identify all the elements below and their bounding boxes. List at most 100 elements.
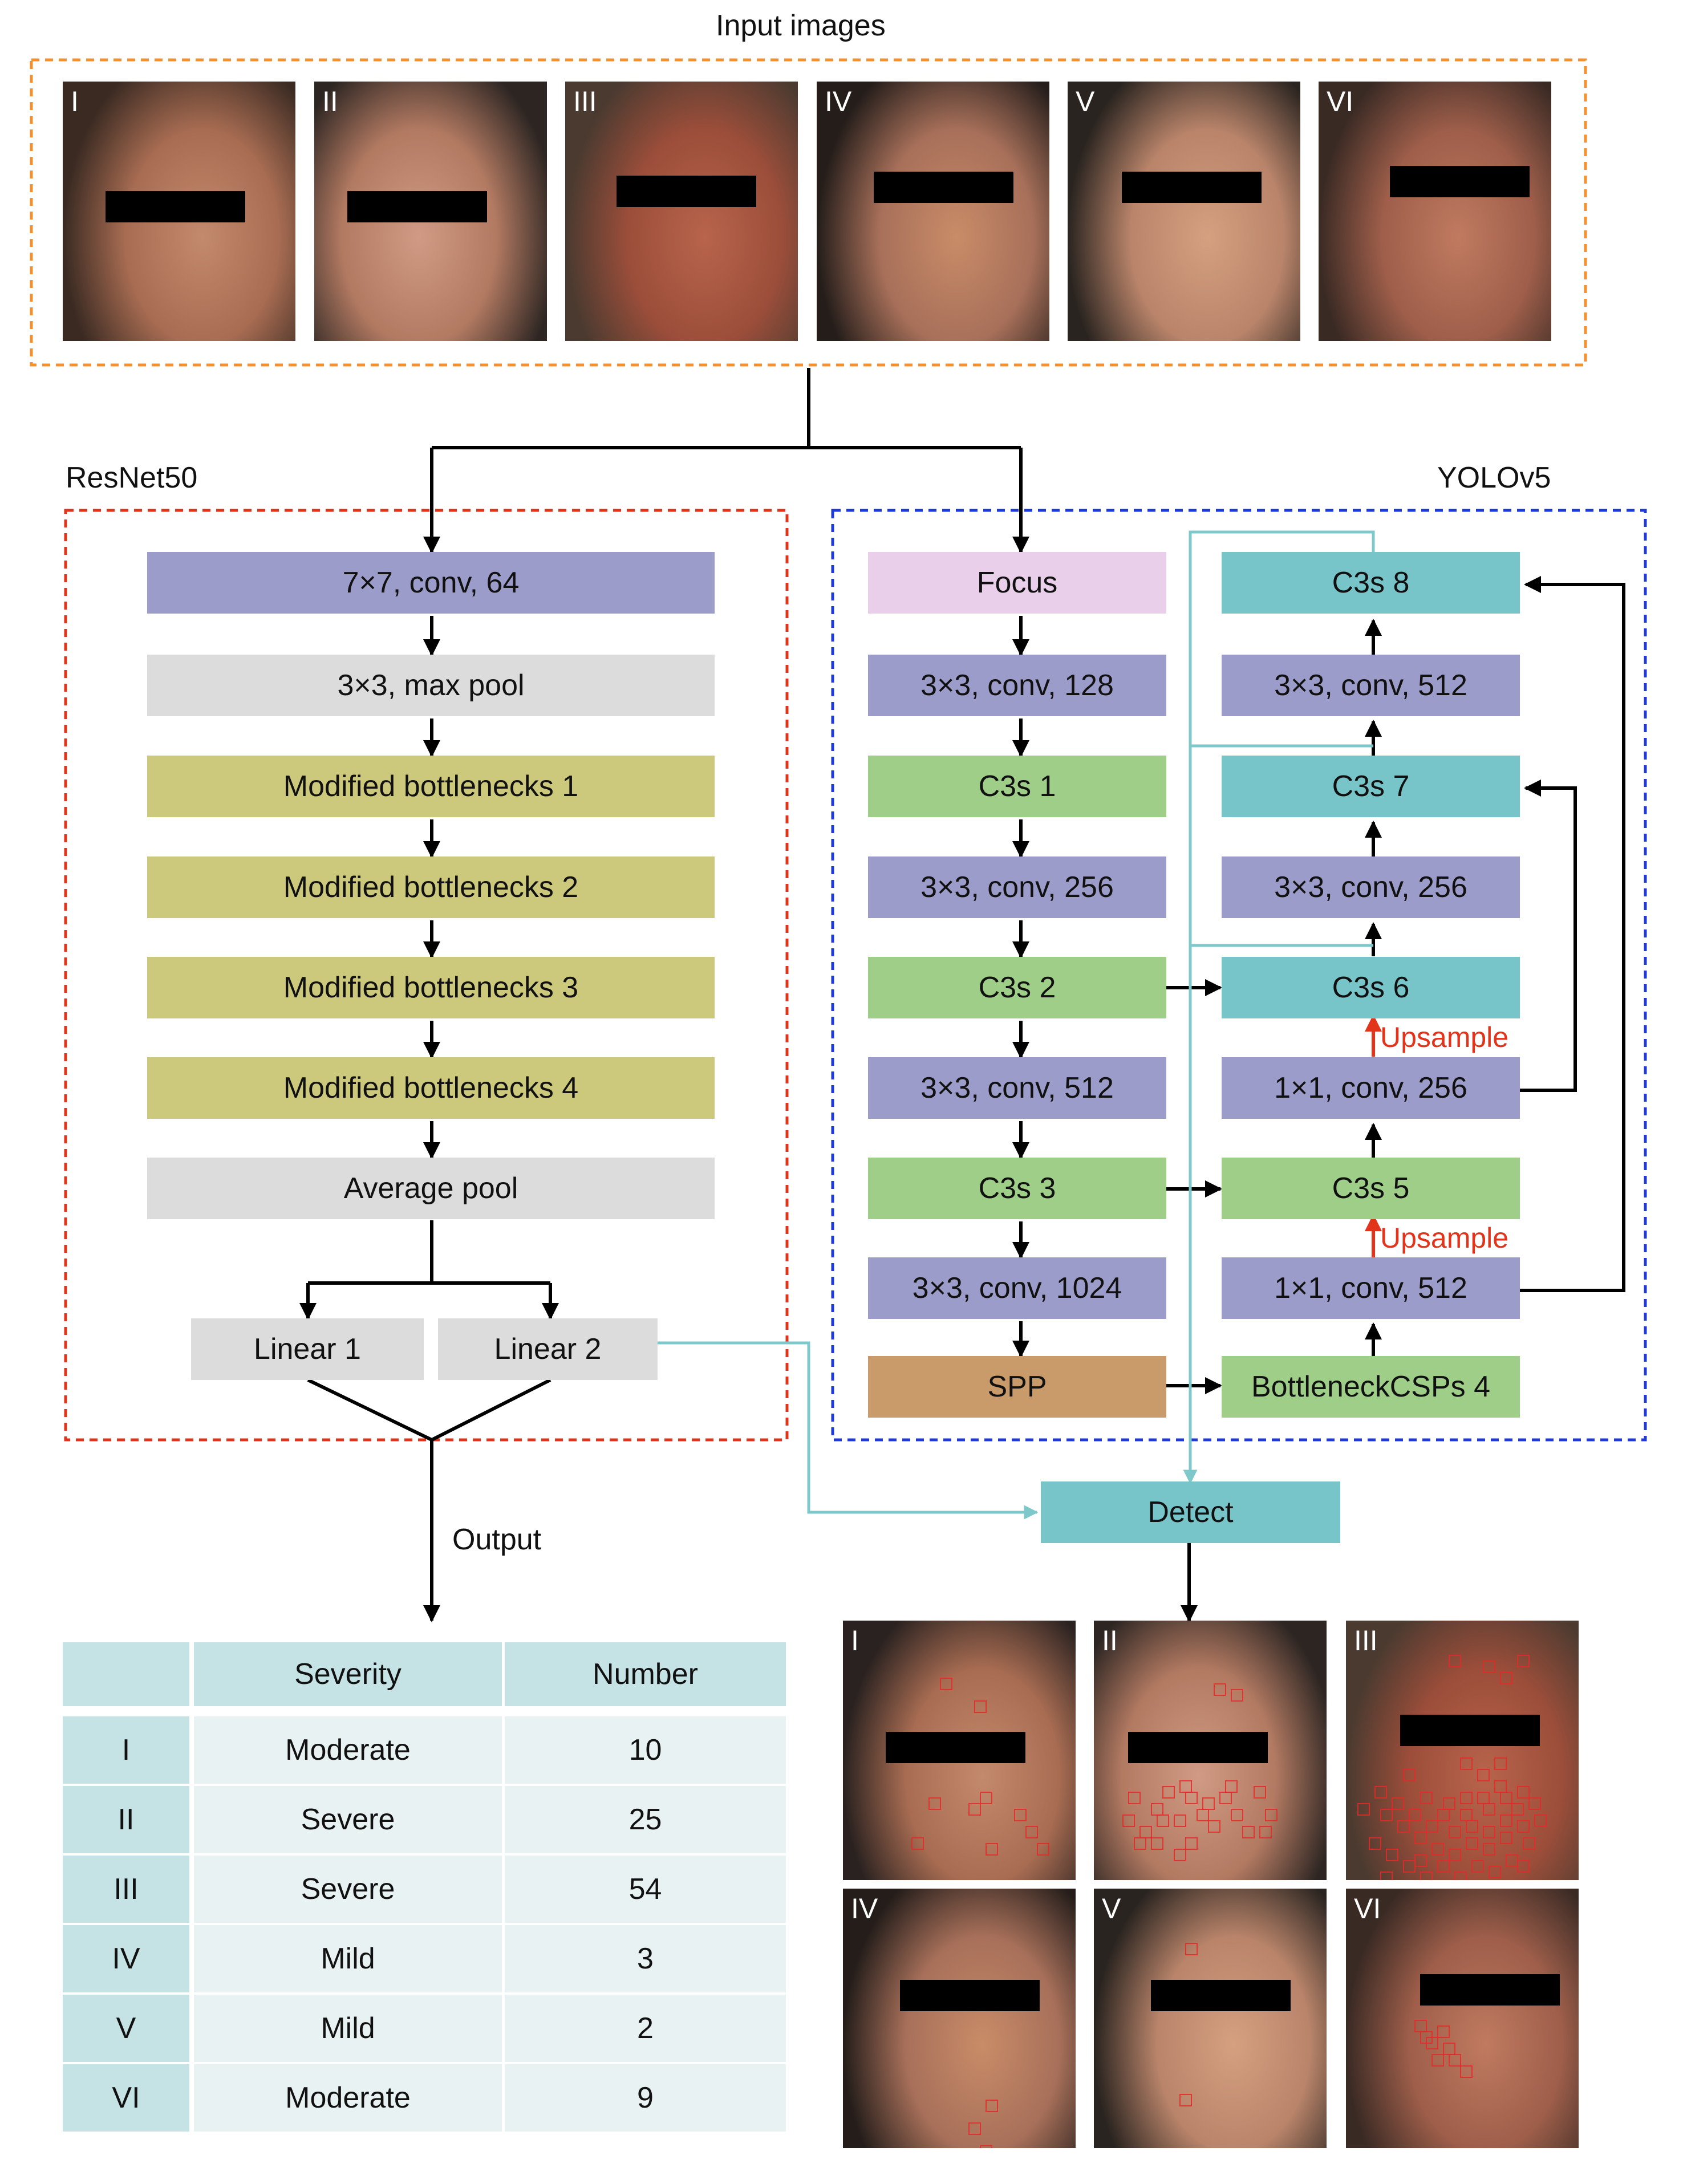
detection-box bbox=[1443, 1797, 1455, 1810]
detected-photo: I bbox=[843, 1621, 1076, 1880]
resnet-block-conv7: 7×7, conv, 64 bbox=[147, 552, 715, 614]
detection-box bbox=[1460, 1792, 1473, 1804]
input-photo: V bbox=[1068, 82, 1300, 341]
detection-box bbox=[1357, 1803, 1370, 1816]
yolo-conv-128: 3×3, conv, 128 bbox=[868, 655, 1166, 716]
yolo-bottleneckcsps-4: BottleneckCSPs 4 bbox=[1222, 1356, 1520, 1418]
privacy-bar bbox=[1390, 166, 1530, 197]
table-row-id: IV bbox=[63, 1925, 189, 1992]
yolo-c3s-2: C3s 2 bbox=[868, 957, 1166, 1018]
detection-box bbox=[1483, 1826, 1495, 1838]
table-cell-severity: Severe bbox=[194, 1786, 502, 1853]
detection-box bbox=[1500, 1792, 1512, 1804]
input-images-title: Input images bbox=[716, 9, 886, 42]
detection-box bbox=[1414, 2020, 1427, 2032]
detection-box bbox=[1437, 1809, 1450, 1821]
detection-box bbox=[1386, 1849, 1398, 1861]
detection-box bbox=[986, 2100, 998, 2112]
table-row-id: I bbox=[63, 1716, 189, 1784]
detection-box bbox=[1162, 1786, 1175, 1799]
table-row-id: VI bbox=[63, 2064, 189, 2132]
privacy-bar bbox=[874, 172, 1013, 203]
detection-box bbox=[1414, 1832, 1427, 1844]
top-split-lines bbox=[423, 368, 1029, 554]
detection-box bbox=[1426, 1820, 1438, 1833]
yolo-detect: Detect bbox=[1041, 1481, 1340, 1543]
photo-label: VI bbox=[1327, 86, 1354, 117]
detection-box bbox=[1471, 1860, 1484, 1873]
input-photo: III bbox=[565, 82, 798, 341]
detection-box bbox=[1437, 1860, 1450, 1873]
detection-box bbox=[1517, 1655, 1530, 1667]
detected-photo: IV bbox=[843, 1889, 1076, 2148]
yolo-title: YOLOv5 bbox=[1437, 461, 1551, 494]
privacy-bar bbox=[886, 1732, 1025, 1763]
detection-box bbox=[1449, 2054, 1461, 2067]
photo-label: IV bbox=[851, 1893, 878, 1925]
input-images-frame bbox=[30, 58, 1587, 367]
detection-box bbox=[1494, 1780, 1507, 1793]
detection-box bbox=[1511, 1803, 1524, 1816]
detection-box bbox=[928, 1797, 941, 1810]
resnet-block-avgpool: Average pool bbox=[147, 1158, 715, 1219]
detection-box bbox=[1265, 1809, 1278, 1821]
detection-box bbox=[1431, 1843, 1444, 1856]
detection-box bbox=[1174, 1849, 1186, 1861]
detection-box bbox=[1202, 1797, 1215, 1810]
yolo-c3s-7: C3s 7 bbox=[1222, 756, 1520, 817]
privacy-bar bbox=[900, 1980, 1040, 2011]
input-photo: I bbox=[63, 82, 295, 341]
detected-photo: V bbox=[1094, 1889, 1327, 2148]
photo-label: II bbox=[322, 86, 338, 117]
detection-box bbox=[911, 1837, 924, 1850]
detection-box bbox=[1179, 1780, 1192, 1793]
detection-box bbox=[1225, 1780, 1238, 1793]
detection-box bbox=[1483, 1661, 1495, 1673]
detection-box bbox=[1151, 1837, 1163, 1850]
detection-box bbox=[1151, 1803, 1163, 1816]
detection-box bbox=[1460, 2065, 1473, 2078]
detection-box bbox=[1500, 1672, 1512, 1684]
photo-label: I bbox=[851, 1625, 859, 1657]
detection-box bbox=[1185, 1943, 1198, 1955]
detection-box bbox=[1489, 1866, 1501, 1878]
detection-box bbox=[1214, 1683, 1226, 1696]
detection-box bbox=[1506, 1854, 1518, 1867]
detection-box bbox=[1414, 1854, 1427, 1867]
yolo-c3s-3: C3s 3 bbox=[868, 1158, 1166, 1219]
table-cell-severity: Moderate bbox=[194, 2064, 502, 2132]
detection-box bbox=[968, 2122, 981, 2135]
table-cell-number: 3 bbox=[505, 1925, 786, 1992]
detection-box bbox=[1449, 1826, 1461, 1838]
table-cell-number: 10 bbox=[505, 1716, 786, 1784]
detection-box bbox=[980, 1792, 992, 1804]
detection-box bbox=[1454, 1872, 1467, 1880]
detection-box bbox=[1242, 1826, 1255, 1838]
detection-box bbox=[1528, 1797, 1541, 1810]
input-photo: IV bbox=[817, 82, 1049, 341]
detection-box bbox=[1185, 1837, 1198, 1850]
input-photo: VI bbox=[1319, 82, 1551, 341]
table-row-id: III bbox=[63, 1856, 189, 1923]
detection-box bbox=[968, 1803, 981, 1816]
detection-box bbox=[1534, 1814, 1547, 1827]
table-cell-number: 9 bbox=[505, 2064, 786, 2132]
detection-box bbox=[1420, 2031, 1433, 2044]
photo-label: III bbox=[573, 86, 597, 117]
detection-box bbox=[1197, 1809, 1209, 1821]
detection-box bbox=[980, 2145, 992, 2148]
photo-label: V bbox=[1076, 86, 1095, 117]
detection-box bbox=[1219, 1792, 1232, 1804]
yolo-focus: Focus bbox=[868, 552, 1166, 614]
table-header-cell bbox=[63, 1642, 189, 1706]
output-label: Output bbox=[452, 1523, 542, 1556]
upsample-label-1: Upsample bbox=[1380, 1021, 1509, 1053]
yolo-conv-256-up: 3×3, conv, 256 bbox=[1222, 856, 1520, 918]
detection-box bbox=[1523, 1837, 1535, 1850]
detection-box bbox=[1517, 1860, 1530, 1873]
detection-box bbox=[1157, 1814, 1169, 1827]
table-cell-severity: Moderate bbox=[194, 1716, 502, 1784]
detection-box bbox=[1174, 1814, 1186, 1827]
detection-box bbox=[986, 1843, 998, 1856]
